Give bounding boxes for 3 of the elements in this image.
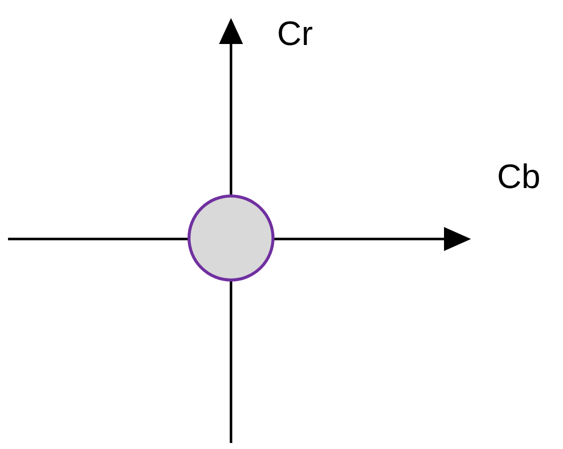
axis-label: Cb [497,160,540,194]
axis-label: Cr [277,17,313,51]
origin-circle [188,194,274,282]
